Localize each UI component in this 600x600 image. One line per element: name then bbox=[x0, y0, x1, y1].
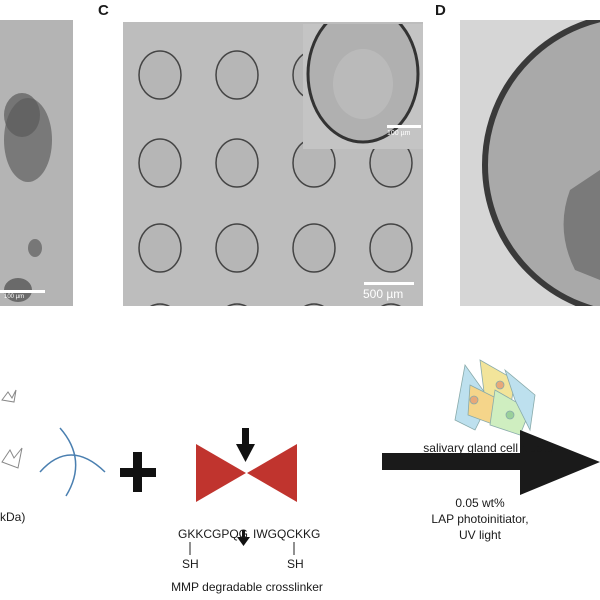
schematic bbox=[1, 359, 600, 555]
cell-aggregate-image bbox=[4, 93, 52, 302]
panel-label-c: C bbox=[98, 2, 109, 19]
crosslinker-icon bbox=[196, 444, 297, 502]
encapsulated-cluster-image bbox=[482, 20, 600, 306]
microgel bbox=[138, 138, 182, 188]
microgel bbox=[138, 50, 182, 100]
panel-label-d: D bbox=[435, 2, 446, 19]
microgel bbox=[150, 303, 170, 306]
microgel bbox=[215, 223, 259, 273]
inset-scale-bar bbox=[387, 125, 421, 128]
microgel bbox=[381, 303, 401, 306]
polymer-label: kDa) bbox=[0, 510, 26, 524]
polymer-strand-icon bbox=[39, 427, 106, 497]
microgel bbox=[292, 223, 336, 273]
polymer-fragment-icons bbox=[1, 389, 23, 469]
inset-scale-bar-label: 100 µm bbox=[387, 130, 411, 137]
sequence-right: IWGQCKKG bbox=[253, 527, 321, 541]
microgel bbox=[215, 50, 259, 100]
microgel bbox=[215, 138, 259, 188]
left-micrograph: 100 µm bbox=[0, 20, 73, 306]
inset-micrograph: 100 µm bbox=[303, 24, 423, 149]
scale-bar-label: 500 µm bbox=[363, 287, 404, 301]
condition-photoinitiator: LAP photoinitiator, bbox=[431, 512, 529, 526]
cell-cluster-label: salivary gland cell cluster bbox=[423, 441, 557, 455]
panel-d-micrograph bbox=[460, 20, 600, 306]
microgel bbox=[369, 223, 413, 273]
cleavage-arrow-icon bbox=[236, 428, 255, 546]
thiol-left: SH bbox=[182, 557, 199, 571]
plus-icon bbox=[120, 452, 156, 492]
scale-bar bbox=[364, 282, 414, 285]
condition-concentration: 0.05 wt% bbox=[455, 496, 505, 510]
microgel bbox=[138, 223, 182, 273]
scale-bar-label: 100 µm bbox=[4, 294, 25, 300]
microgel bbox=[227, 303, 247, 306]
microgel bbox=[304, 303, 324, 306]
sequence-left: GKKCGPQG bbox=[178, 527, 249, 541]
process-arrow-icon bbox=[382, 430, 600, 495]
thiol-bonds bbox=[189, 542, 295, 555]
cell-cluster-icon bbox=[454, 359, 536, 436]
scale-bar bbox=[0, 290, 45, 293]
condition-uv: UV light bbox=[458, 528, 502, 542]
crosslinker-label: MMP degradable crosslinker bbox=[171, 580, 323, 594]
panel-c-micrograph: 100 µm 500 µm bbox=[123, 22, 423, 306]
thiol-right: SH bbox=[287, 557, 304, 571]
